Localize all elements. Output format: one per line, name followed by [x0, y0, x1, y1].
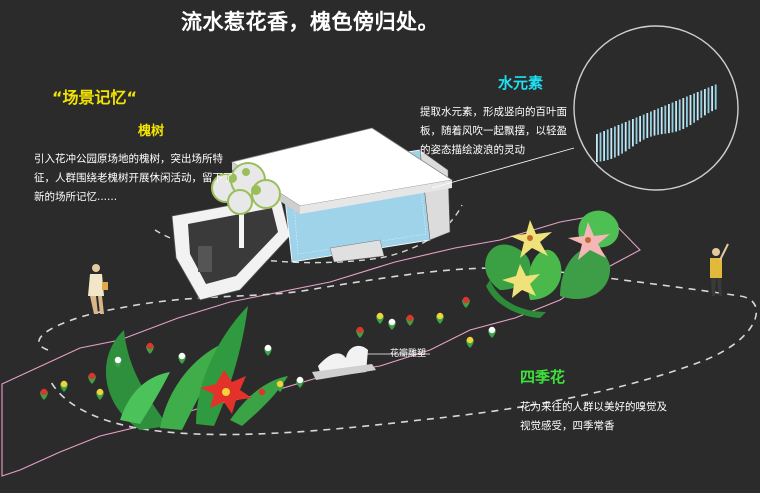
- louver-slat: [700, 90, 703, 118]
- flower-bloom: [388, 318, 396, 326]
- flower-cluster-right: [485, 210, 619, 318]
- louver-slat: [707, 87, 710, 114]
- louver-slat: [610, 128, 613, 159]
- louver-detail: [573, 25, 739, 191]
- louver-slat: [642, 114, 645, 140]
- pavilion: [171, 127, 454, 301]
- louver-slat: [664, 105, 667, 134]
- louver-slat: [704, 89, 706, 116]
- louver-slat: [671, 102, 674, 133]
- flower-bloom: [146, 342, 154, 350]
- person-left: [88, 264, 108, 314]
- louver-slat: [614, 126, 616, 158]
- water-element-description: 提取水元素，形成竖向的百叶面板，随着风吹一起飘摆，以轻盈的姿态描绘波浪的灵动: [420, 106, 567, 156]
- louver-slat: [653, 110, 656, 136]
- louver-slat: [606, 129, 609, 161]
- small-flowers: [40, 296, 496, 400]
- flower-bloom: [466, 336, 474, 344]
- flower-bloom: [406, 314, 414, 322]
- flower-bloom: [296, 376, 304, 384]
- louver-slat: [628, 120, 631, 149]
- louver-slat: [682, 98, 685, 129]
- sculpture-label: 花瓣雕塑: [390, 349, 427, 359]
- louver-slat: [711, 86, 713, 112]
- flower-bloom: [258, 388, 266, 396]
- flower-bloom: [178, 352, 186, 360]
- louver-slat: [617, 125, 620, 156]
- louver-slat: [650, 111, 652, 137]
- louver-slat: [603, 131, 605, 161]
- flower-bloom: [96, 388, 104, 396]
- louver-slat: [646, 113, 649, 139]
- louver-slat: [624, 122, 627, 152]
- flower-cluster-left: [105, 306, 288, 430]
- locust-tree: [211, 162, 281, 248]
- louver-slat: [599, 132, 602, 162]
- flower-bloom: [40, 388, 48, 396]
- flower-bloom: [114, 356, 122, 364]
- flower-bloom: [264, 344, 272, 352]
- louver-slat: [621, 123, 623, 154]
- page-title: 流水惹花香，槐色傍归处。: [181, 10, 439, 34]
- louver-slat: [689, 95, 692, 126]
- flower-bloom: [376, 312, 384, 320]
- four-season-flowers-description: 花为来往的人群以美好的嗅觉及视觉感受，四季常香: [520, 401, 667, 432]
- water-element-heading: 水元素: [498, 74, 544, 92]
- locust-tree-heading: 槐树: [138, 124, 165, 139]
- petal-sculpture: [312, 345, 376, 380]
- scene-memory-heading: “场景记忆“: [52, 88, 138, 107]
- louver-slat: [686, 96, 688, 128]
- flower-bloom: [356, 326, 364, 334]
- louver-slat: [678, 99, 681, 131]
- locust-tree-description: 引入花冲公园原场地的槐树，突出场所特征，人群围绕老槐树开展休闲活动，留下了新的场…: [34, 153, 234, 203]
- louver-slat: [635, 117, 638, 144]
- four-season-flowers-heading: 四季花: [520, 368, 566, 386]
- louver-slat: [696, 92, 699, 121]
- louver-slat: [639, 116, 641, 142]
- louver-slat: [596, 134, 598, 162]
- louver-slat: [657, 108, 659, 135]
- louver-slat: [714, 84, 717, 110]
- flower-bloom: [436, 312, 444, 320]
- person-right: [710, 243, 729, 296]
- flower-bloom: [488, 326, 496, 334]
- walking-path: [38, 267, 758, 436]
- louver-slat: [660, 107, 663, 135]
- louver-slat: [675, 101, 677, 132]
- flower-bloom: [462, 296, 470, 304]
- louver-slat: [632, 119, 634, 147]
- flower-bloom: [60, 380, 68, 388]
- flower-bloom: [276, 380, 284, 388]
- louver-slat: [668, 104, 670, 134]
- flower-bloom: [88, 372, 96, 380]
- louver-slat: [693, 93, 695, 123]
- water-leader: [431, 147, 575, 189]
